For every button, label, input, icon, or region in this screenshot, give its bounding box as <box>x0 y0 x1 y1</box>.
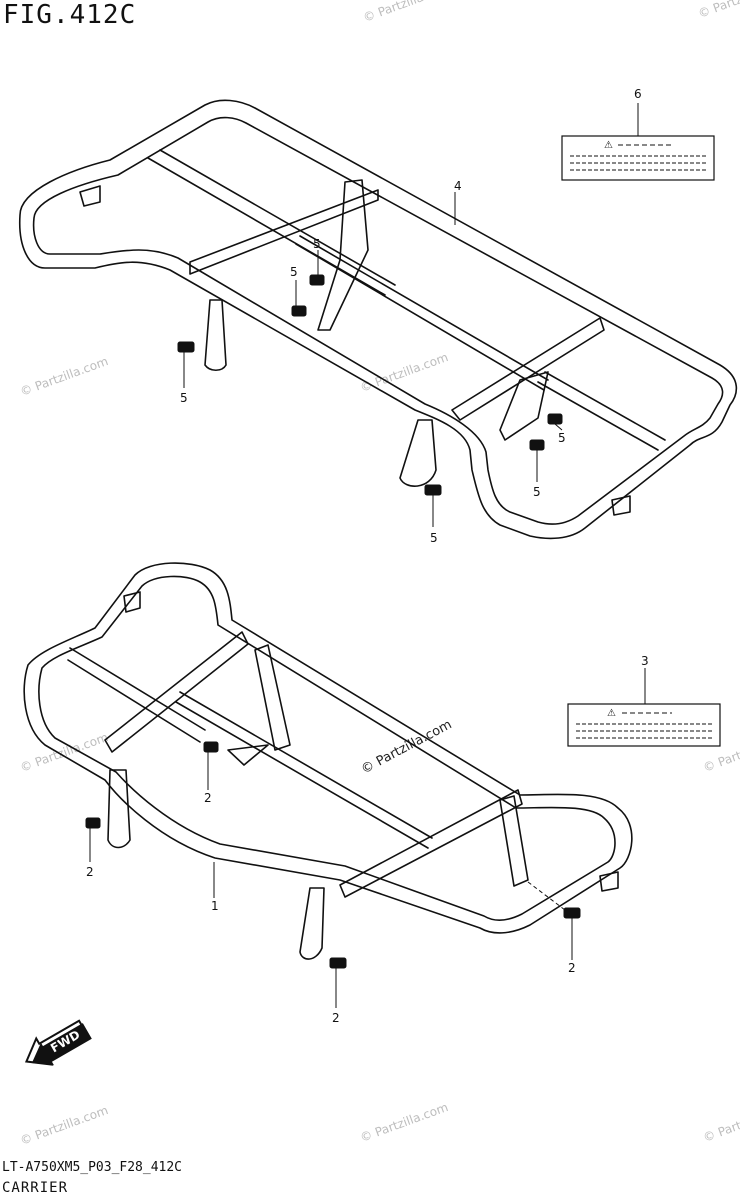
watermark-text: © Partzilla.com <box>701 730 740 775</box>
warning-label-front: ⚠ <box>567 703 721 747</box>
callout-5: 5 <box>430 531 438 545</box>
callout-2: 2 <box>568 961 576 975</box>
watermark-text: © Partzilla.com <box>361 0 453 25</box>
callout-5: 5 <box>290 265 298 279</box>
diagram-code: LT-A750XM5_P03_F28_412C <box>2 1160 183 1175</box>
callout-4: 4 <box>454 179 462 193</box>
callout-6: 6 <box>634 87 642 101</box>
callout-3: 3 <box>641 654 649 668</box>
bolt-icons-upper <box>177 274 563 496</box>
watermark-text: © Partzilla.com <box>696 0 740 21</box>
front-carrier-frame <box>23 562 633 960</box>
leader-lines <box>89 103 646 1008</box>
callout-5: 5 <box>313 237 321 251</box>
fwd-arrow-icon: FWD <box>24 1019 92 1066</box>
svg-text:⚠: ⚠ <box>607 708 616 719</box>
callout-5: 5 <box>558 431 566 445</box>
callout-5: 5 <box>533 485 541 499</box>
svg-text:⚠: ⚠ <box>604 140 613 151</box>
warning-label-rear: ⚠ <box>561 135 715 181</box>
watermark-text: © Partzilla.com <box>18 730 110 775</box>
section-name: CARRIER <box>2 1180 69 1196</box>
watermark-text: © Partzilla.com <box>18 354 110 399</box>
watermark-text: © Partzilla.com <box>701 1100 740 1145</box>
rear-carrier-frame <box>18 99 738 540</box>
callout-5: 5 <box>180 391 188 405</box>
callout-2: 2 <box>86 865 94 879</box>
watermark-text: © Partzilla.com <box>358 1100 450 1145</box>
watermarks: © Partzilla.com © Partzilla.com © Partzi… <box>18 0 740 1148</box>
callout-2: 2 <box>332 1011 340 1025</box>
bolt-guide-dashed <box>527 881 566 911</box>
bolt-icons-lower <box>85 741 581 969</box>
watermark-text: © Partzilla.com <box>18 1103 110 1148</box>
figure-title: FIG.412C <box>3 0 137 30</box>
callout-2: 2 <box>204 791 212 805</box>
callout-1: 1 <box>211 899 219 913</box>
